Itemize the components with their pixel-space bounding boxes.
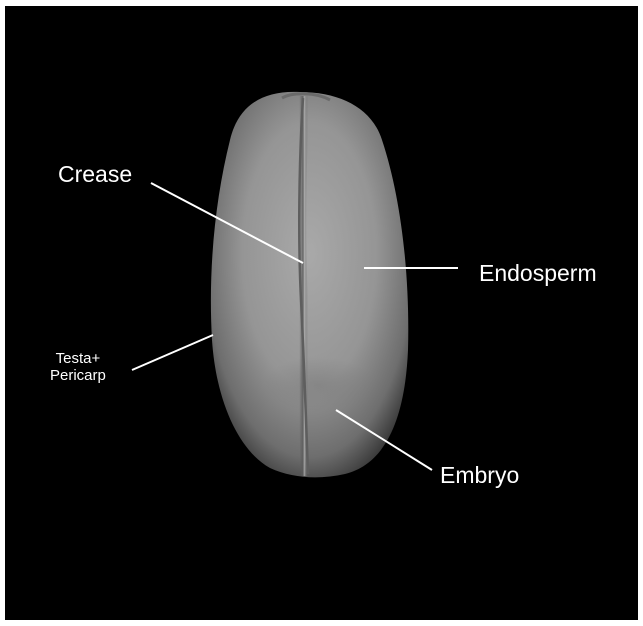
crease-label: Crease: [58, 163, 132, 186]
endosperm-label: Endosperm: [479, 262, 597, 285]
embryo-label: Embryo: [440, 464, 519, 487]
testa-label-line2: Pericarp: [50, 367, 106, 384]
testa-label-line1: Testa+: [50, 350, 106, 367]
embryo-region: [262, 357, 374, 413]
testa-pericarp-label: Testa+ Pericarp: [50, 350, 106, 384]
